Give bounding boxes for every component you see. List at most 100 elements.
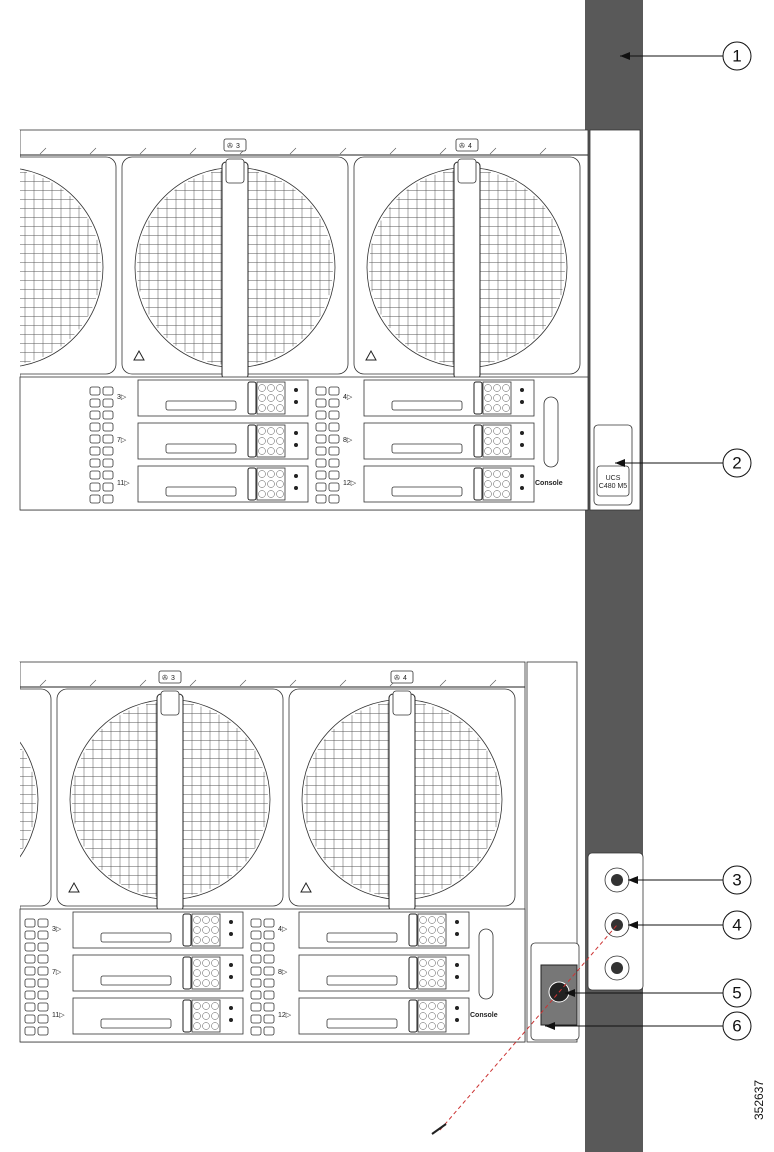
callout-number: 1 xyxy=(732,47,741,66)
drive-bay-group: 4▷8▷12▷ xyxy=(315,379,535,504)
console-port xyxy=(478,928,494,1000)
drive-led xyxy=(520,474,524,478)
drive-grille-hole xyxy=(267,384,275,392)
drive-led xyxy=(455,963,459,967)
drive-grille xyxy=(482,424,512,458)
drive-grille-hole xyxy=(502,480,510,488)
drive-led xyxy=(229,920,233,924)
drive-grille-hole xyxy=(211,979,219,987)
figure-id: 352637 xyxy=(752,1079,766,1120)
vent-slot xyxy=(315,434,327,444)
vent-slot xyxy=(263,1014,275,1024)
drive-grille-hole xyxy=(437,1002,445,1010)
drive-grille-hole xyxy=(193,1022,201,1030)
drive-grille-hole xyxy=(493,470,501,478)
drive-grille-hole xyxy=(493,427,501,435)
callout-number: 5 xyxy=(732,984,741,1003)
hatch xyxy=(89,679,97,687)
drive-grille-hole xyxy=(484,394,492,402)
drive-grille-hole xyxy=(211,969,219,977)
drive-latch xyxy=(473,381,483,415)
vent-slot xyxy=(24,1014,36,1024)
fan-icon: ✇ xyxy=(394,674,400,682)
drive-bay-label: 4▷ xyxy=(278,926,288,933)
drive-pull-tab xyxy=(100,975,172,986)
drive-grille-hole xyxy=(267,437,275,445)
fan-number-badge xyxy=(390,670,414,684)
drive-grille-hole xyxy=(202,1012,210,1020)
drive-pull-tab xyxy=(391,443,463,454)
drive-grille-hole xyxy=(493,437,501,445)
vent-slot xyxy=(250,942,262,952)
drive-led xyxy=(229,932,233,936)
drive-grille-hole xyxy=(493,447,501,455)
drive-grille-hole xyxy=(502,404,510,412)
drive-led xyxy=(294,388,298,392)
drive-grille-hole xyxy=(419,1012,427,1020)
rail-screw xyxy=(611,874,623,886)
drive-grille-hole xyxy=(267,427,275,435)
drive-grille-hole xyxy=(276,470,284,478)
drive-grille-hole xyxy=(267,480,275,488)
drive-grille-hole xyxy=(428,916,436,924)
vent-slot xyxy=(315,482,327,492)
callout-circle xyxy=(722,910,752,940)
fan-number-label: 4 xyxy=(468,143,472,150)
vent-slot xyxy=(250,1002,262,1012)
drive-grille-hole xyxy=(258,427,266,435)
drive-pull-tab xyxy=(100,932,172,943)
drive-grille-hole xyxy=(502,394,510,402)
drive-grille-hole xyxy=(202,959,210,967)
drive-led xyxy=(455,920,459,924)
vent-slot xyxy=(263,942,275,952)
vent-slot xyxy=(328,410,340,420)
vent-slot xyxy=(37,1026,49,1036)
vent-slot xyxy=(24,1026,36,1036)
drive-grille-hole xyxy=(202,926,210,934)
vent-slot xyxy=(263,930,275,940)
drive-bay-label: 12▷ xyxy=(278,1012,292,1019)
fan-number-badge xyxy=(158,670,182,684)
vent-slot xyxy=(328,434,340,444)
fan-latch xyxy=(392,690,412,716)
fan-number-label: 4 xyxy=(403,675,407,682)
hatch xyxy=(239,679,247,687)
drive-grille-hole xyxy=(267,447,275,455)
hatch xyxy=(189,147,197,155)
hatch xyxy=(539,147,547,155)
drive-pull-tab xyxy=(165,486,237,497)
vent-slot xyxy=(37,1014,49,1024)
vent-slot xyxy=(328,386,340,396)
drive-led xyxy=(455,932,459,936)
drive-led xyxy=(294,486,298,490)
vent-slot xyxy=(37,990,49,1000)
drive-grille-hole xyxy=(437,979,445,987)
drive-grille-hole xyxy=(493,480,501,488)
hatch xyxy=(339,147,347,155)
drive-bay-label: 8▷ xyxy=(343,437,353,444)
drive-bay-label: 7▷ xyxy=(117,437,127,444)
fan-number-label: 3 xyxy=(236,143,240,150)
hatch xyxy=(489,147,497,155)
drive-grille-hole xyxy=(267,394,275,402)
drive-latch xyxy=(247,467,257,501)
vent-slot xyxy=(89,422,101,432)
drive-grille xyxy=(191,913,221,947)
drive-pull-tab xyxy=(391,486,463,497)
callout-circle xyxy=(722,41,752,71)
drive-grille-hole xyxy=(193,926,201,934)
drive-grille-hole xyxy=(437,959,445,967)
drive-pull-tab xyxy=(326,932,398,943)
warning-icon xyxy=(300,881,312,893)
drive-led xyxy=(294,474,298,478)
drive-grille-hole xyxy=(484,404,492,412)
vent-slot xyxy=(263,966,275,976)
fan-handle xyxy=(453,161,481,380)
fan-icon: ✇ xyxy=(459,142,465,150)
vent-slot xyxy=(250,990,262,1000)
drive-pull-tab xyxy=(391,400,463,411)
drive-latch xyxy=(182,956,192,990)
vent-slot xyxy=(24,930,36,940)
fan-latch xyxy=(225,158,245,184)
console-port xyxy=(543,396,559,468)
